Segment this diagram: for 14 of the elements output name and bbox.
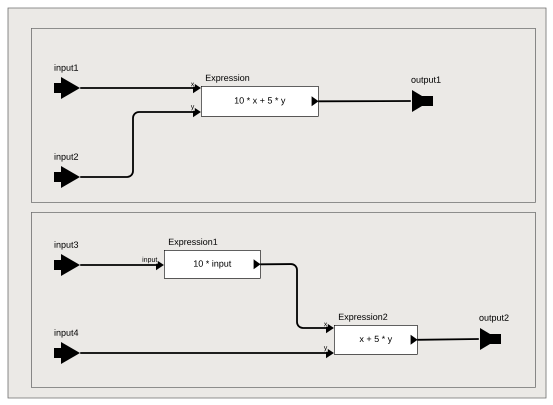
port-name: input2 [54,153,78,162]
port-name: output1 [411,76,441,85]
block-title: Expression2 [338,313,388,322]
block-title: Expression [206,74,250,83]
expression-block: x + 5 * y [334,325,418,355]
expression-block: 10 * x + 5 * y [201,86,319,117]
block-title: Expression1 [168,238,218,247]
port-name: input1 [54,64,78,73]
panel-frame [31,28,536,203]
expression-block: 10 * input [164,250,261,279]
port-name: input4 [54,329,78,338]
port-name: input3 [54,241,78,250]
panel-frame [31,212,536,388]
port-name: output2 [479,314,509,323]
